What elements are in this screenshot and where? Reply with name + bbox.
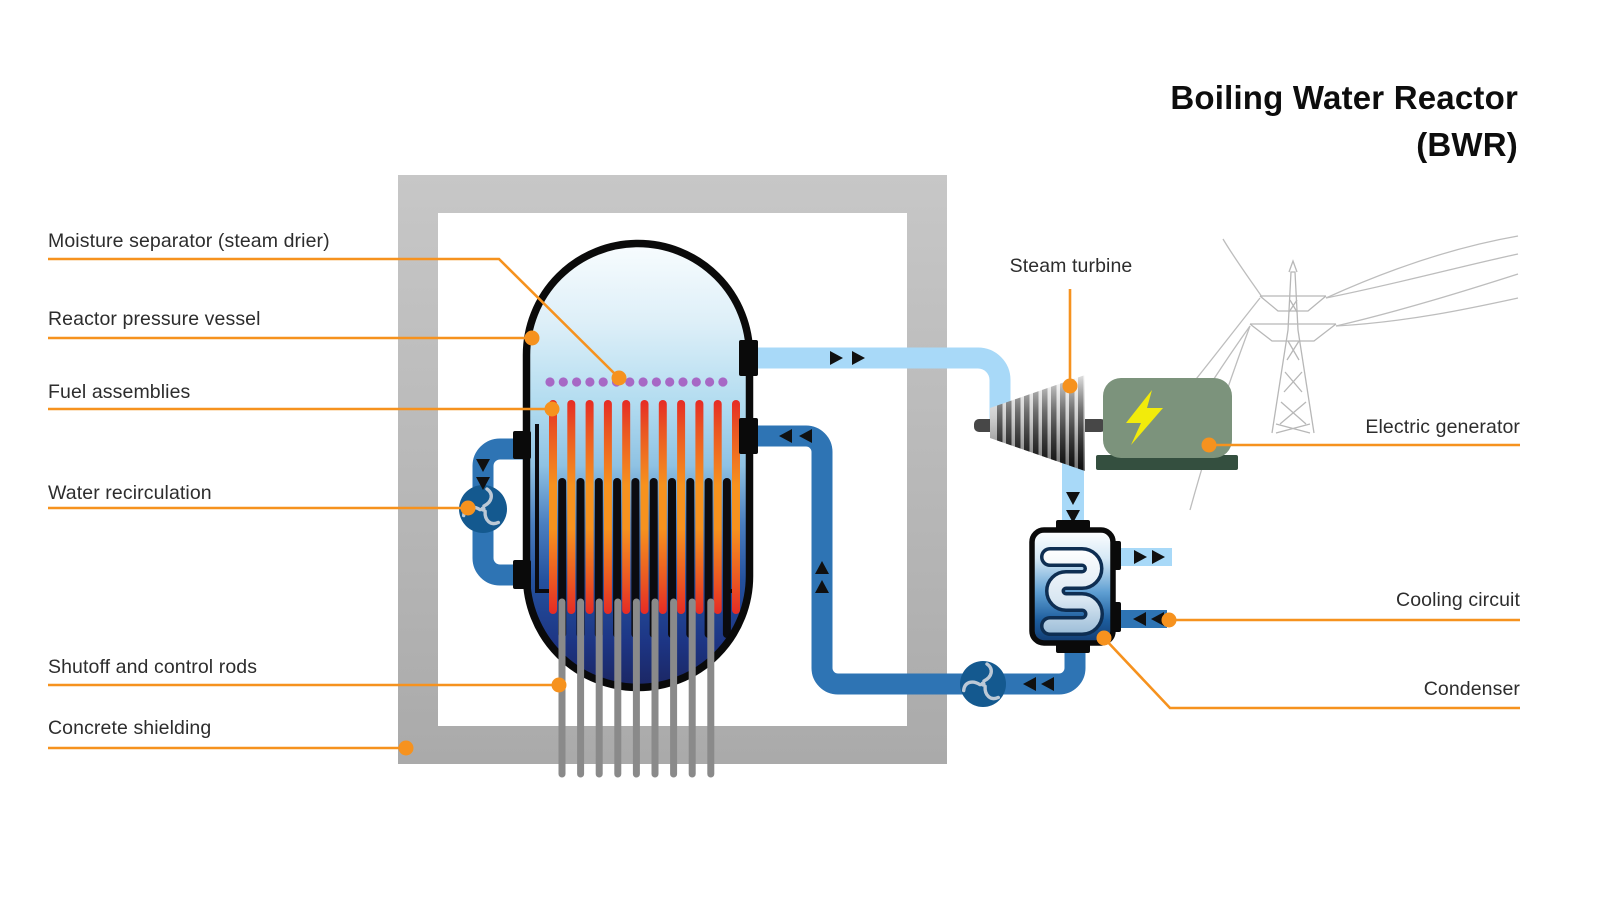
electric-generator xyxy=(1096,378,1238,470)
leader-dots xyxy=(398,330,1217,756)
generator-base xyxy=(1096,455,1238,470)
label-concrete-shielding: Concrete shielding xyxy=(48,717,212,739)
label-condenser: Condenser xyxy=(1423,678,1520,700)
fuel-assemblies xyxy=(549,400,740,614)
label-moisture-separator: Moisture separator (steam drier) xyxy=(48,230,330,252)
vessel-nozzles xyxy=(513,340,758,589)
label-steam-turbine: Steam turbine xyxy=(1009,255,1133,277)
pump-icon xyxy=(959,661,1006,707)
leader-lines xyxy=(48,257,1520,750)
shutoff-control-rods xyxy=(558,598,715,778)
transmission-tower-icon xyxy=(1249,259,1337,434)
lightning-bolt-icon xyxy=(1126,390,1163,445)
feedwater-pipe xyxy=(751,425,1086,695)
condenser-coil xyxy=(1040,547,1104,636)
title-line-2: (BWR) xyxy=(1416,126,1518,163)
label-water-recirculation: Water recirculation xyxy=(48,482,212,504)
title-line-1: Boiling Water Reactor xyxy=(1170,79,1518,116)
label-cooling-circuit: Cooling circuit xyxy=(1396,589,1520,611)
label-fuel-assemblies: Fuel assemblies xyxy=(48,381,191,403)
label-reactor-pressure-vessel: Reactor pressure vessel xyxy=(48,308,261,330)
label-shutoff-control-rods: Shutoff and control rods xyxy=(48,656,258,678)
steam-pipe xyxy=(751,347,1011,425)
moisture-separator xyxy=(545,377,728,387)
page-title: Boiling Water Reactor (BWR) xyxy=(1170,74,1518,168)
label-electric-generator: Electric generator xyxy=(1365,416,1520,438)
pump-icon xyxy=(459,485,507,533)
condenser xyxy=(1029,520,1121,653)
